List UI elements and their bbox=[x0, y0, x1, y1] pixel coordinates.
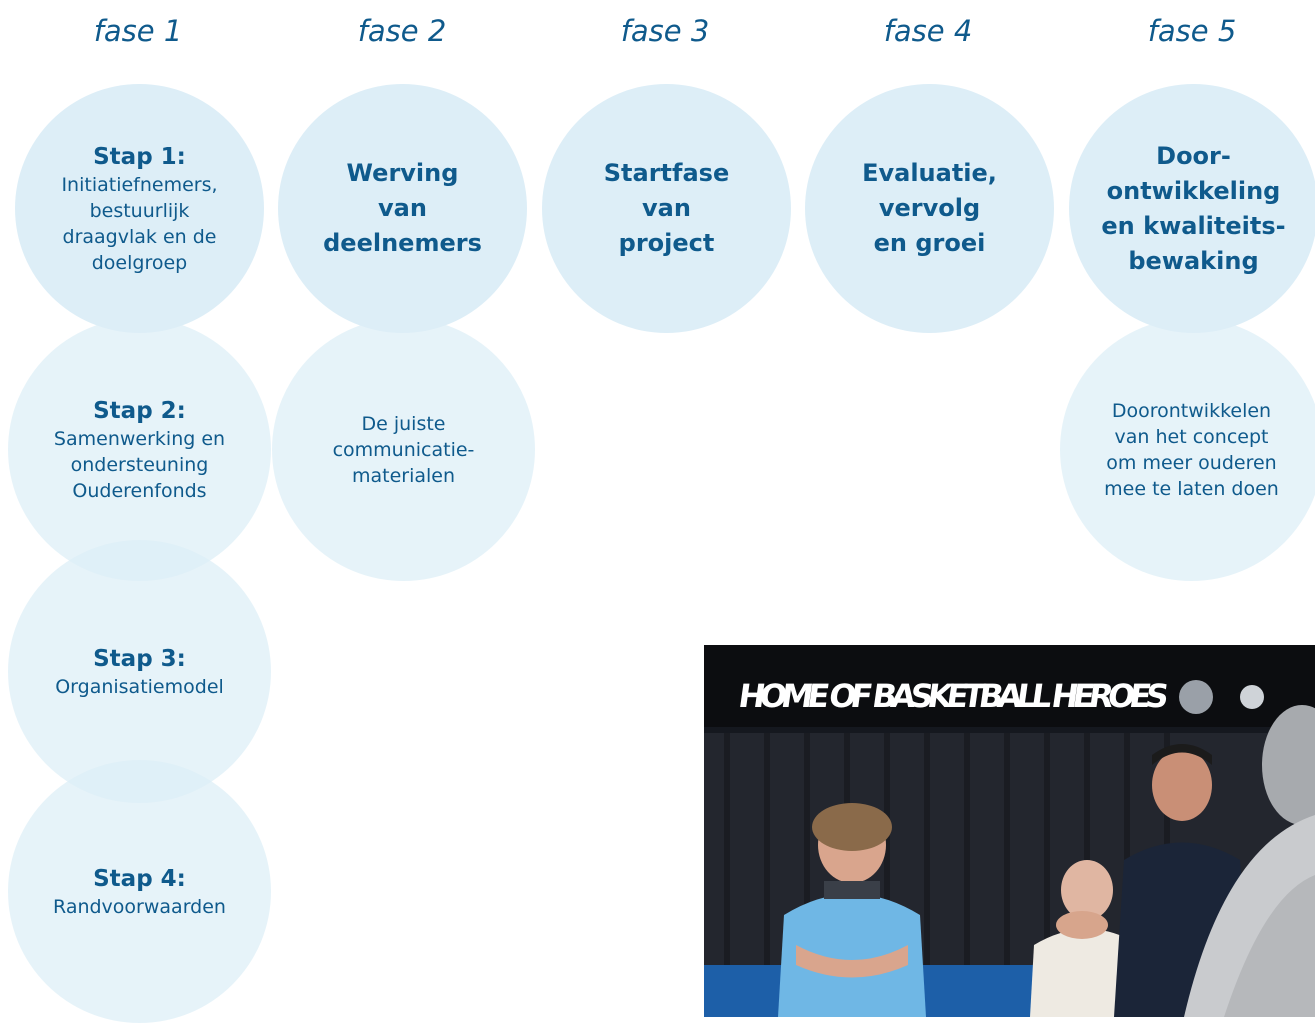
phase-label-5: fase 5 bbox=[1147, 14, 1237, 48]
phase-label-3: fase 3 bbox=[620, 14, 710, 48]
fase5-sub-text: Doorontwikkelen van het concept om meer … bbox=[1104, 399, 1279, 500]
step-4-text: Randvoorwaarden bbox=[53, 895, 226, 918]
basketball-photo: HOME OF BASKETBALL HEROES bbox=[704, 645, 1315, 1017]
step-2-text: Samenwerking en ondersteuning Ouderenfon… bbox=[53, 427, 226, 502]
step-circle-3: Stap 3: Organisatiemodel bbox=[8, 540, 271, 803]
step-2-title: Stap 2: bbox=[93, 397, 186, 424]
main-circle-1-text: Initiatiefnemers, bestuurlijk draagvlak … bbox=[61, 173, 218, 274]
phase-label-4: fase 4 bbox=[883, 14, 973, 48]
step-3-text: Organisatiemodel bbox=[55, 675, 224, 698]
main-circle-1: Stap 1: Initiatiefnemers, bestuurlijk dr… bbox=[15, 84, 264, 333]
main-circle-5: Door- ontwikkeling en kwaliteits- bewaki… bbox=[1069, 84, 1315, 333]
fase5-sub-circle: Doorontwikkelen van het concept om meer … bbox=[1060, 318, 1315, 581]
step-circle-4: Stap 4: Randvoorwaarden bbox=[8, 760, 271, 1023]
step-3-title: Stap 3: bbox=[93, 645, 186, 672]
fase2-sub-text: De juiste communicatie- materialen bbox=[332, 412, 475, 487]
photo-illustration: HOME OF BASKETBALL HEROES bbox=[704, 645, 1315, 1017]
step-4-title: Stap 4: bbox=[93, 865, 186, 892]
main-circle-3-title: Startfase van project bbox=[603, 159, 730, 257]
phase-label-2: fase 2 bbox=[357, 14, 447, 48]
main-circle-2: Werving van deelnemers bbox=[278, 84, 527, 333]
step-circle-2: Stap 2: Samenwerking en ondersteuning Ou… bbox=[8, 318, 271, 581]
main-circle-4: Evaluatie, vervolg en groei bbox=[805, 84, 1054, 333]
main-circle-3: Startfase van project bbox=[542, 84, 791, 333]
fase2-sub-circle: De juiste communicatie- materialen bbox=[272, 318, 535, 581]
main-circle-2-title: Werving van deelnemers bbox=[323, 159, 482, 257]
main-circle-1-title: Stap 1: bbox=[93, 143, 186, 170]
main-circle-5-title: Door- ontwikkeling en kwaliteits- bewaki… bbox=[1101, 141, 1286, 275]
banner-text: HOME OF BASKETBALL HEROES bbox=[736, 677, 1171, 715]
phase-label-1: fase 1 bbox=[93, 14, 183, 48]
main-circle-4-title: Evaluatie, vervolg en groei bbox=[862, 159, 997, 257]
